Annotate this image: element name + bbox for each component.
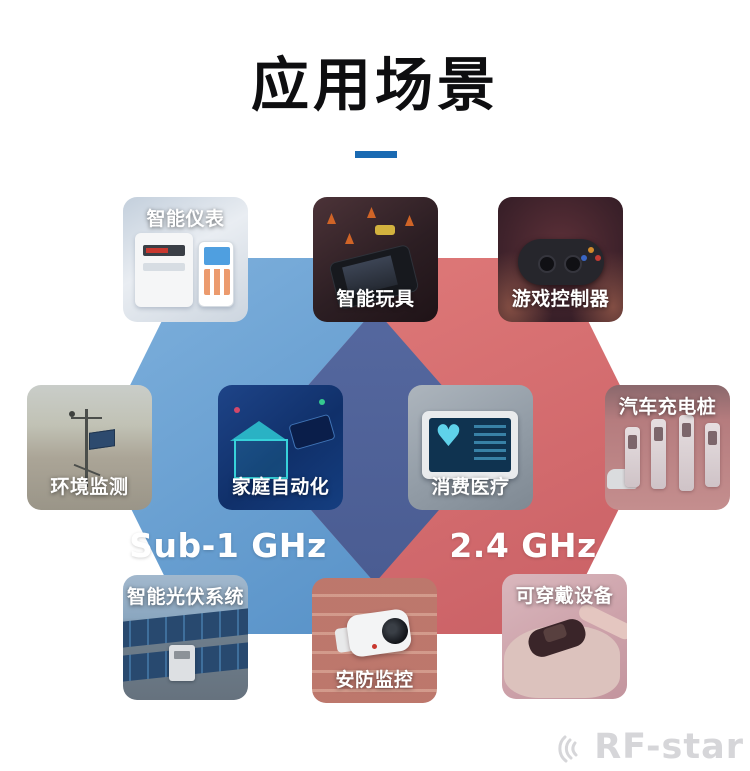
sub1ghz-label: Sub-1 GHz (129, 526, 327, 565)
smart-toys-photo (313, 197, 438, 322)
tile-label: 智能玩具 (336, 288, 415, 310)
tile-label: 智能仪表 (146, 208, 225, 230)
toy-car-shape (375, 225, 395, 235)
traffic-cone-shape (345, 233, 354, 244)
smart-pv-photo (123, 575, 248, 700)
house-roof-shape (230, 421, 288, 441)
cabinet-slot-shape (174, 651, 190, 659)
tile-label: 安防监控 (335, 669, 414, 691)
rfstar-watermark-text: RF-star (594, 727, 744, 767)
environment-monitoring-photo (27, 385, 152, 510)
anemometer-shape (69, 411, 75, 417)
smart-meter-photo (123, 197, 248, 322)
accent-dot (234, 407, 240, 413)
weather-mast-shape (85, 409, 88, 487)
accent-dot (319, 399, 325, 405)
page-title: 应用场景 (250, 51, 499, 119)
tile-game-controller: 游戏控制器 (498, 197, 623, 322)
tile-label: 可穿戴设备 (515, 585, 614, 607)
charging-pillar-shape (705, 423, 720, 487)
traffic-cone-shape (327, 213, 336, 224)
tile-environment-monitoring: 环境监测 (27, 385, 152, 510)
charging-pillar-shape (651, 419, 666, 489)
charging-pillar-shape (625, 427, 640, 487)
tile-smart-pv: 智能光伏系统 (123, 575, 248, 700)
traffic-cone-shape (367, 207, 376, 218)
phone-apps-shape (204, 269, 230, 295)
ev-charging-photo (605, 385, 730, 510)
gamepad-button-shape (588, 247, 594, 253)
title-underline (355, 151, 397, 158)
heart-icon (435, 419, 462, 454)
solar-panel-shape (89, 429, 115, 450)
solar-panel-row-shape (123, 607, 248, 649)
tile-label: 游戏控制器 (511, 288, 610, 310)
phone-screen-shape (204, 247, 230, 265)
consumer-medical-photo (408, 385, 533, 510)
tile-wearables: 可穿戴设备 (502, 574, 627, 699)
tile-home-automation: 家庭自动化 (218, 385, 343, 510)
tile-label: 汽车充电桩 (618, 396, 717, 418)
tile-smart-meter: 智能仪表 (123, 197, 248, 322)
game-controller-photo (498, 197, 623, 322)
vitals-chart-shape (474, 425, 506, 465)
security-monitoring-photo (312, 578, 437, 703)
rfstar-watermark: RF-star (552, 727, 744, 767)
gamepad-button-shape (595, 255, 601, 261)
rfstar-logo-icon (558, 735, 578, 763)
tile-ev-charging: 汽车充电桩 (605, 385, 730, 510)
tile-label: 消费医疗 (431, 476, 510, 498)
meter-hatch-shape (143, 263, 185, 271)
camera-led-shape (372, 644, 377, 649)
gamepad-shape (518, 239, 604, 285)
joystick-shape (564, 255, 582, 273)
house-body-shape (234, 439, 288, 479)
sensor-crossbar-shape (71, 417, 102, 419)
wearables-photo (502, 574, 627, 699)
tile-label: 家庭自动化 (231, 476, 330, 498)
tile-consumer-medical: 消费医疗 (408, 385, 533, 510)
hexagon-overlap-region (255, 309, 495, 583)
smart-device-shape (288, 413, 336, 451)
tile-security-monitoring: 安防监控 (312, 578, 437, 703)
tile-label: 智能光伏系统 (126, 586, 244, 608)
charging-pillar-shape (679, 415, 694, 491)
gamepad-button-shape (581, 255, 587, 261)
title-section: 应用场景 (0, 51, 750, 119)
tile-smart-toys: 智能玩具 (313, 197, 438, 322)
tile-label: 环境监测 (50, 476, 129, 498)
traffic-cone-shape (405, 215, 414, 226)
home-automation-photo (218, 385, 343, 510)
joystick-shape (538, 255, 556, 273)
ghz24-label: 2.4 GHz (449, 526, 597, 565)
meter-digits-shape (146, 248, 168, 253)
